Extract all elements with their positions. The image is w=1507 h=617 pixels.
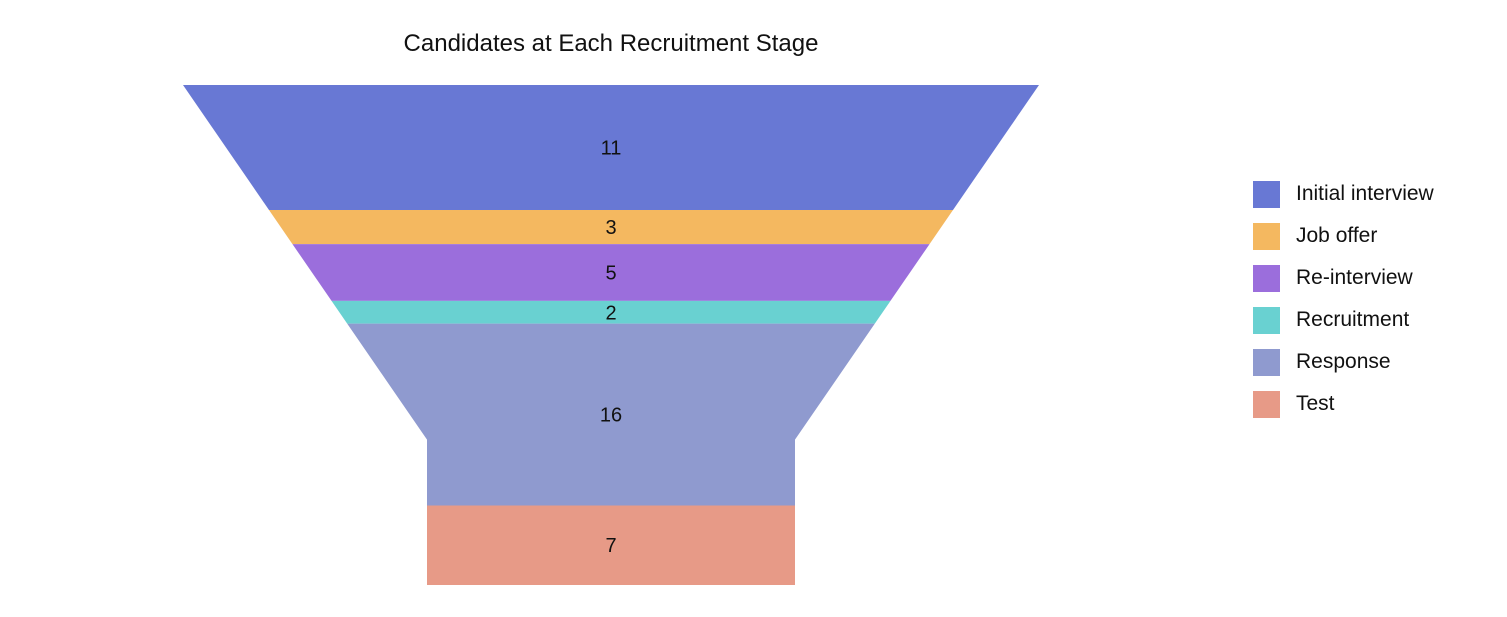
- data-label: 16: [600, 405, 622, 427]
- legend-swatch: [1253, 180, 1280, 208]
- funnel-segment-test[interactable]: [427, 505, 795, 585]
- legend-label: Test: [1296, 392, 1335, 415]
- legend-swatch: [1253, 348, 1280, 376]
- legend-item[interactable]: Response: [1253, 334, 1434, 390]
- data-label: 11: [601, 138, 622, 160]
- legend-item[interactable]: Test: [1253, 376, 1434, 432]
- legend-item[interactable]: Job offer: [1253, 208, 1434, 264]
- legend-label: Job offer: [1296, 224, 1378, 247]
- funnel-segment-recruitment[interactable]: [331, 300, 891, 324]
- legend-swatch: [1253, 306, 1280, 334]
- funnel-segment-initial-interview[interactable]: [183, 85, 1039, 210]
- data-label: 3: [605, 217, 616, 239]
- legend-item[interactable]: Initial interview: [1253, 166, 1434, 222]
- data-label: 7: [605, 535, 616, 557]
- legend-item[interactable]: Recruitment: [1253, 292, 1434, 348]
- legend-label: Initial interview: [1296, 182, 1434, 205]
- chart-title: Candidates at Each Recruitment Stage: [403, 30, 819, 57]
- data-label: 2: [605, 302, 616, 324]
- legend-item[interactable]: Re-interview: [1253, 250, 1434, 306]
- funnel-segment-response[interactable]: [347, 323, 875, 506]
- legend-label: Re-interview: [1296, 266, 1413, 289]
- funnel-segment-job-offer[interactable]: [269, 210, 953, 245]
- funnel-segment-re-interview[interactable]: [292, 244, 930, 301]
- legend-swatch: [1253, 222, 1280, 250]
- legend-swatch: [1253, 264, 1280, 292]
- legend-label: Recruitment: [1296, 308, 1410, 331]
- legend-label: Response: [1296, 350, 1391, 373]
- data-label: 5: [605, 263, 616, 285]
- legend-swatch: [1253, 390, 1280, 418]
